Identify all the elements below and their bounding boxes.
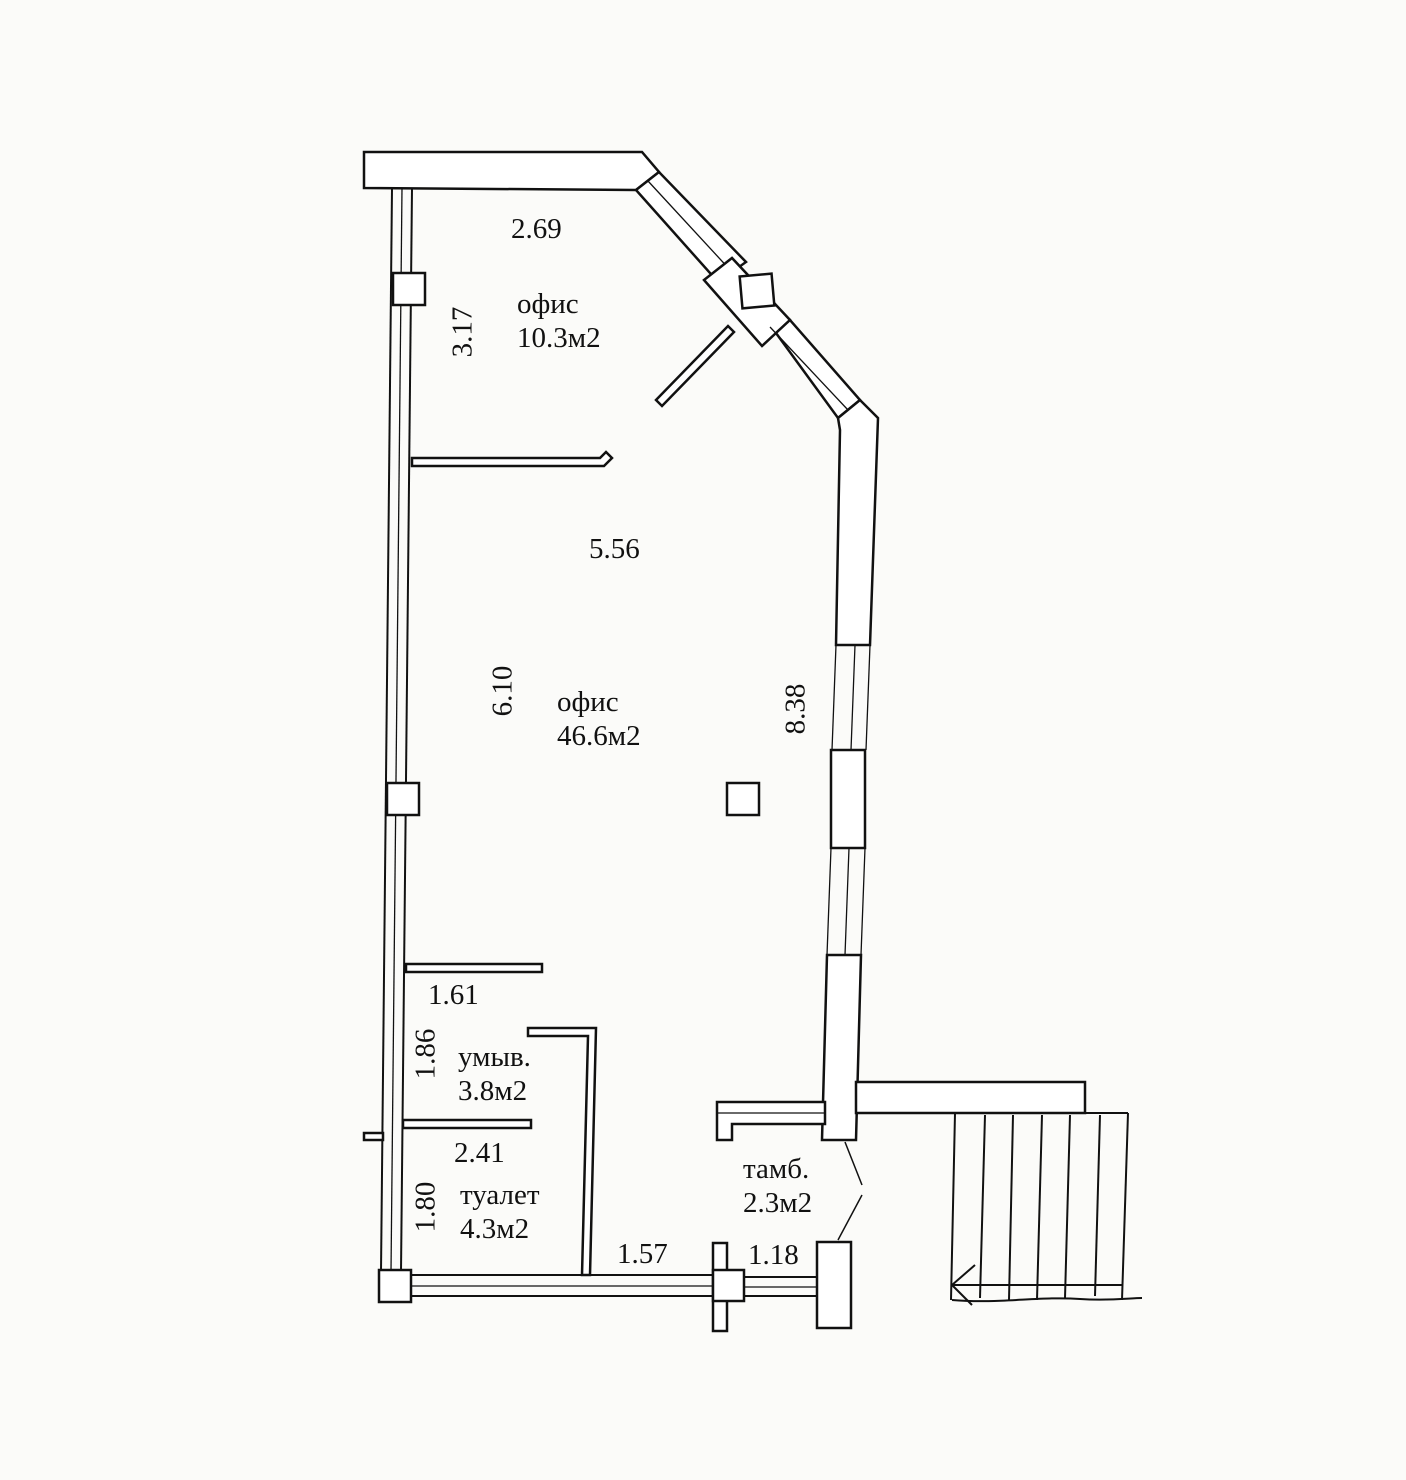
column xyxy=(385,781,421,817)
room-name: офис xyxy=(517,288,579,320)
room-area: 3.8м2 xyxy=(458,1075,528,1107)
column xyxy=(391,271,427,307)
dimension-label: 6.10 xyxy=(486,665,519,717)
room-toilet: туалет 4.3м2 xyxy=(460,1178,540,1246)
right-window-wall xyxy=(820,644,871,1142)
dimension-label: 8.38 xyxy=(779,683,812,735)
partition-washroom-top xyxy=(404,962,544,974)
column xyxy=(377,1268,413,1304)
dimension-label: 1.80 xyxy=(409,1181,442,1233)
room-name: офис xyxy=(557,686,619,718)
bottom-wall xyxy=(411,1274,817,1297)
vestibule-partition xyxy=(715,1100,827,1142)
dimension-label: 2.69 xyxy=(511,213,562,245)
dimension-label: 1.61 xyxy=(428,979,479,1011)
column xyxy=(725,781,761,817)
room-washroom: умыв. 3.8м2 xyxy=(458,1040,531,1108)
room-area: 2.3м2 xyxy=(743,1187,813,1219)
left-wall xyxy=(380,187,413,1273)
diagonal-window-wall xyxy=(634,170,880,647)
entrance-door xyxy=(837,1141,863,1241)
dimension-label: 5.56 xyxy=(589,533,640,565)
column xyxy=(711,1268,746,1303)
stairs xyxy=(950,1112,1143,1306)
partition-washroom-right xyxy=(526,1026,598,1277)
dimension-label: 1.18 xyxy=(748,1239,799,1271)
partition-stub xyxy=(362,1131,385,1142)
dimension-label: 1.57 xyxy=(617,1238,668,1270)
room-area: 10.3м2 xyxy=(517,322,601,354)
partition-office xyxy=(410,450,614,468)
room-name: тамб. xyxy=(743,1153,810,1185)
room-area: 46.6м2 xyxy=(557,720,641,752)
entrance-pier xyxy=(815,1240,853,1330)
room-office-small: офис 10.3м2 xyxy=(517,287,601,355)
dimension-label: 1.86 xyxy=(409,1028,442,1080)
partition-diagonal xyxy=(654,324,736,408)
room-name: умыв. xyxy=(458,1041,531,1073)
room-name: туалет xyxy=(460,1179,540,1211)
dimension-label: 2.41 xyxy=(454,1137,505,1169)
room-office-large: офис 46.6м2 xyxy=(557,685,641,753)
dimension-label: 3.17 xyxy=(446,306,479,358)
porch xyxy=(854,1080,1087,1115)
top-wall xyxy=(362,150,661,192)
room-area: 4.3м2 xyxy=(460,1213,530,1245)
room-vestibule: тамб. 2.3м2 xyxy=(743,1152,812,1220)
partition-toilet-top xyxy=(401,1118,533,1130)
